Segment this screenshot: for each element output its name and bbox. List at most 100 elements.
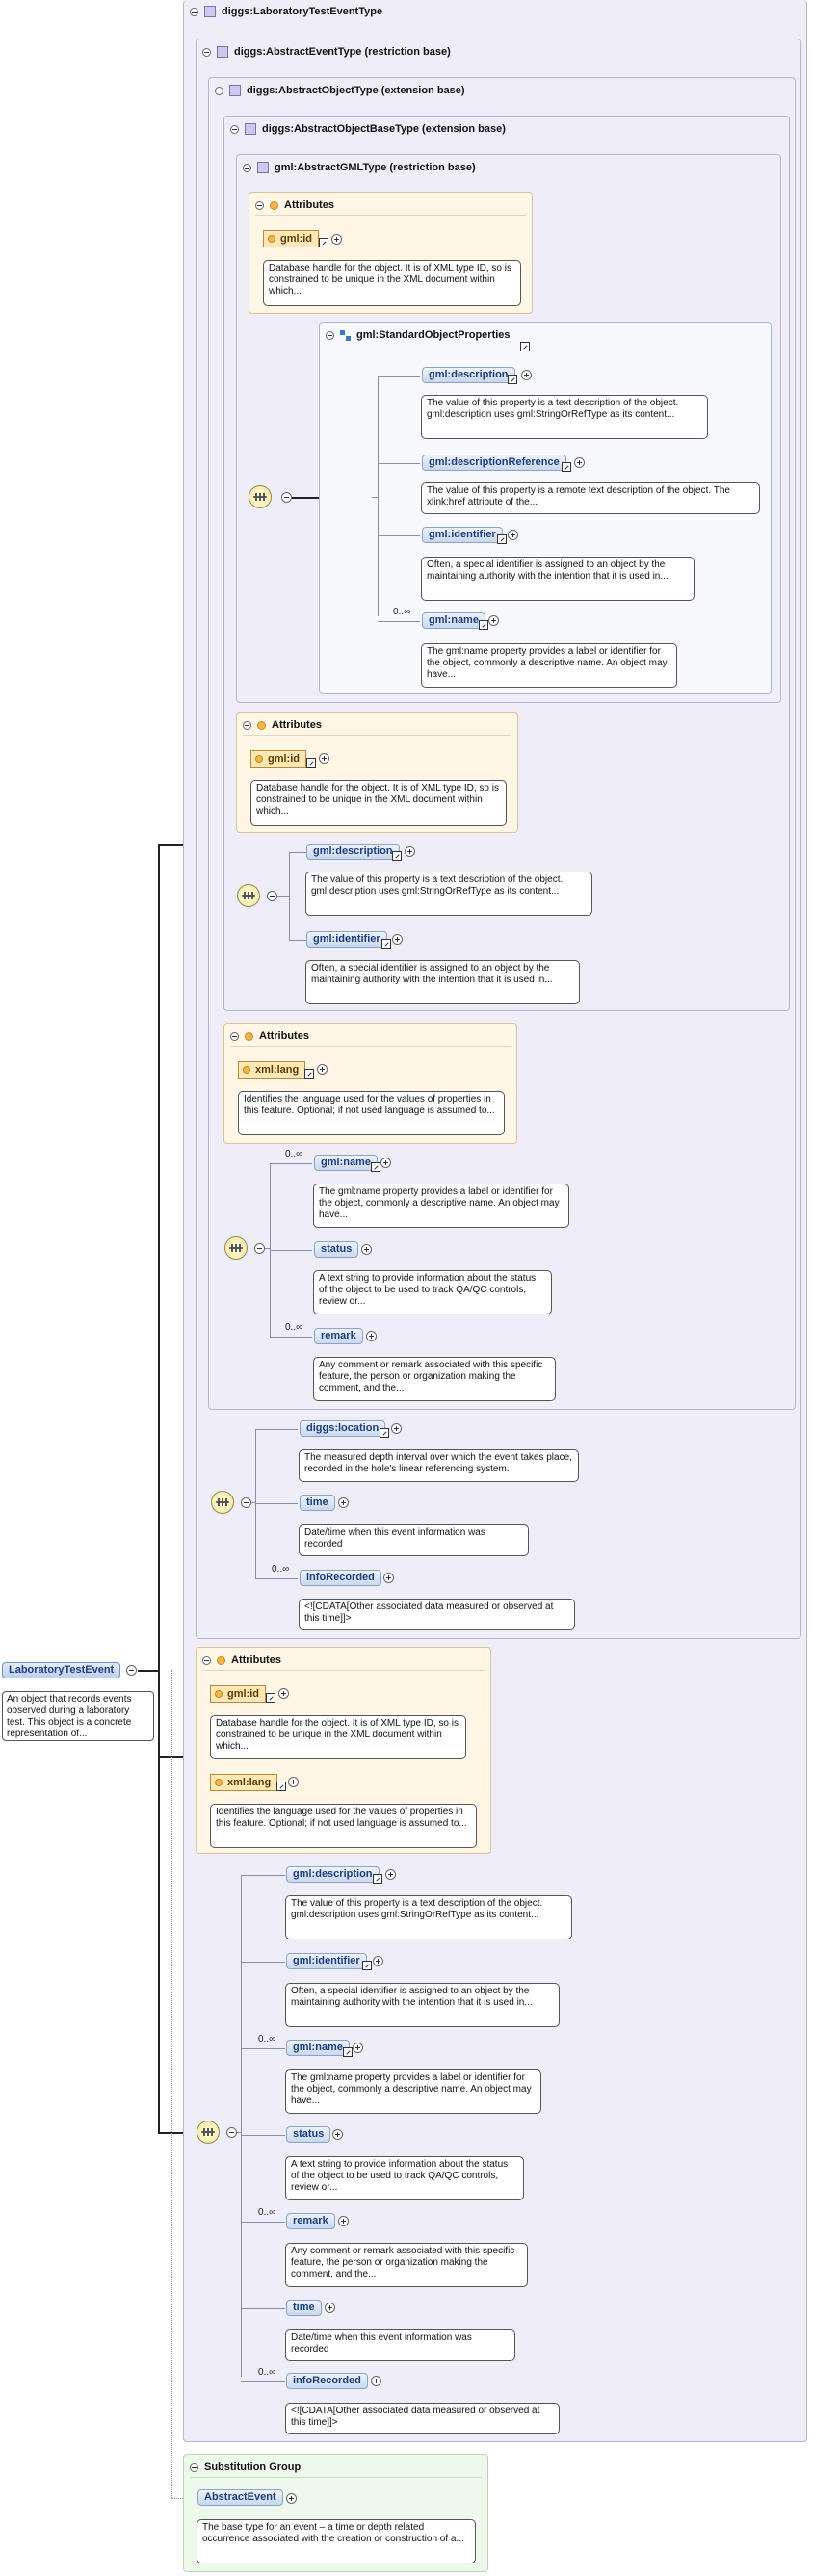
expand-toggle[interactable] [319, 753, 329, 764]
element-doc: <![CDATA[Other associated data measured … [285, 2403, 560, 2434]
divider [190, 2477, 482, 2478]
connector [241, 2135, 285, 2136]
expand-toggle[interactable] [366, 1331, 377, 1341]
element-gml-identifier[interactable]: gml:identifier [286, 1953, 367, 1969]
type-panel-header: diggs:AbstractObjectBaseType (extension … [230, 121, 506, 137]
reference-arrow-icon [343, 2047, 353, 2057]
collapse-toggle[interactable] [226, 2127, 237, 2138]
connector [378, 621, 420, 622]
attribute-gml-id[interactable]: gml:id [210, 1685, 266, 1703]
element-gml-description[interactable]: gml:description [422, 367, 515, 383]
element-gml-description-reference[interactable]: gml:descriptionReference [422, 455, 566, 471]
reference-arrow-icon [520, 342, 530, 351]
element-gml-identifier[interactable]: gml:identifier [306, 931, 387, 948]
element-diggs-location[interactable]: diggs:location [300, 1420, 386, 1437]
cardinality-label: 0..∞ [393, 607, 411, 617]
element-status[interactable]: status [314, 1241, 359, 1258]
reference-arrow-icon [371, 1162, 380, 1172]
sequence-icon [197, 2121, 220, 2144]
element-abstract-event[interactable]: AbstractEvent [197, 2489, 283, 2506]
element-gml-description[interactable]: gml:description [306, 844, 400, 860]
cardinality-label: 0..∞ [272, 1564, 290, 1574]
expand-toggle[interactable] [385, 1869, 396, 1880]
attribute-doc: Database handle for the object. It is of… [250, 780, 507, 826]
expand-toggle[interactable] [488, 615, 499, 626]
connector [378, 376, 420, 377]
element-remark[interactable]: remark [286, 2213, 335, 2229]
collapse-toggle[interactable] [267, 891, 277, 901]
element-info-recorded[interactable]: infoRecorded [300, 1570, 381, 1586]
element-gml-identifier[interactable]: gml:identifier [422, 527, 503, 543]
reference-arrow-icon [373, 1874, 382, 1884]
element-gml-description[interactable]: gml:description [286, 1866, 380, 1883]
element-doc: Date/time when this event information wa… [299, 1524, 529, 1556]
expand-toggle[interactable] [332, 2129, 343, 2140]
element-doc: Often, a special identifier is assigned … [421, 557, 695, 601]
element-doc: The value of this property is a text des… [305, 872, 592, 916]
element-gml-name[interactable]: gml:name [286, 2040, 350, 2056]
attributes-header: Attributes [255, 197, 334, 213]
collapse-toggle[interactable] [326, 330, 334, 340]
expand-toggle[interactable] [383, 1573, 394, 1583]
attribute-doc: Identifies the language used for the val… [210, 1804, 477, 1848]
element-status[interactable]: status [286, 2126, 331, 2143]
reference-arrow-icon [304, 1069, 314, 1079]
sequence-icon [211, 1491, 234, 1514]
expand-toggle[interactable] [521, 370, 532, 380]
expand-toggle[interactable] [331, 234, 342, 245]
attribute-xml-lang[interactable]: xml:lang [238, 1061, 306, 1079]
expand-toggle[interactable] [371, 2376, 381, 2386]
root-element[interactable]: LaboratoryTestEvent [2, 1662, 121, 1678]
expand-toggle[interactable] [353, 2043, 363, 2053]
connector [158, 2132, 197, 2134]
expand-toggle[interactable] [391, 1423, 402, 1434]
expand-toggle[interactable] [338, 2216, 349, 2226]
collapse-toggle[interactable] [190, 7, 198, 16]
element-info-recorded[interactable]: infoRecorded [286, 2373, 368, 2389]
expand-toggle[interactable] [361, 1244, 372, 1255]
collapse-toggle[interactable] [241, 1497, 251, 1508]
attributes-header: Attributes [243, 717, 322, 733]
connector [158, 1756, 195, 1758]
collapse-toggle[interactable] [254, 1243, 265, 1254]
collapse-toggle[interactable] [243, 163, 251, 172]
collapse-toggle[interactable] [215, 86, 223, 95]
type-panel-header: diggs:AbstractObjectType (extension base… [215, 83, 465, 98]
collapse-toggle[interactable] [230, 124, 239, 134]
attribute-gml-id[interactable]: gml:id [263, 230, 319, 247]
expand-toggle[interactable] [286, 2493, 297, 2504]
connector [171, 1670, 172, 2498]
element-doc: The value of this property is a text des… [421, 395, 708, 439]
collapse-toggle[interactable] [281, 492, 292, 503]
expand-toggle[interactable] [317, 1064, 328, 1075]
element-gml-name[interactable]: gml:name [314, 1155, 378, 1171]
expand-toggle[interactable] [278, 1688, 289, 1699]
group-name: gml:StandardObjectProperties [356, 329, 511, 341]
element-remark[interactable]: remark [314, 1328, 363, 1344]
collapse-toggle[interactable] [255, 200, 264, 210]
expand-toggle[interactable] [288, 1777, 299, 1787]
element-doc: The gml:name property provides a label o… [285, 2069, 541, 2114]
expand-toggle[interactable] [338, 1497, 349, 1508]
reference-arrow-icon [508, 375, 517, 384]
connector [241, 1962, 285, 1963]
collapse-toggle[interactable] [243, 720, 251, 730]
collapse-toggle[interactable] [202, 1655, 211, 1665]
element-time[interactable]: time [300, 1495, 335, 1511]
collapse-toggle[interactable] [190, 2462, 198, 2472]
element-gml-name[interactable]: gml:name [422, 612, 485, 629]
element-doc: The gml:name property provides a label o… [313, 1184, 569, 1228]
collapse-toggle[interactable] [202, 47, 211, 57]
element-time[interactable]: time [286, 2300, 322, 2316]
expand-toggle[interactable] [380, 1158, 391, 1168]
expand-toggle[interactable] [392, 934, 403, 945]
expand-toggle[interactable] [325, 2303, 335, 2313]
expand-toggle[interactable] [405, 846, 415, 857]
expand-toggle[interactable] [574, 457, 585, 468]
attribute-gml-id[interactable]: gml:id [250, 750, 306, 768]
attribute-xml-lang[interactable]: xml:lang [210, 1774, 278, 1791]
root-collapse-toggle[interactable] [126, 1665, 137, 1676]
expand-toggle[interactable] [373, 1956, 383, 1966]
collapse-toggle[interactable] [230, 1031, 239, 1041]
expand-toggle[interactable] [508, 530, 518, 540]
